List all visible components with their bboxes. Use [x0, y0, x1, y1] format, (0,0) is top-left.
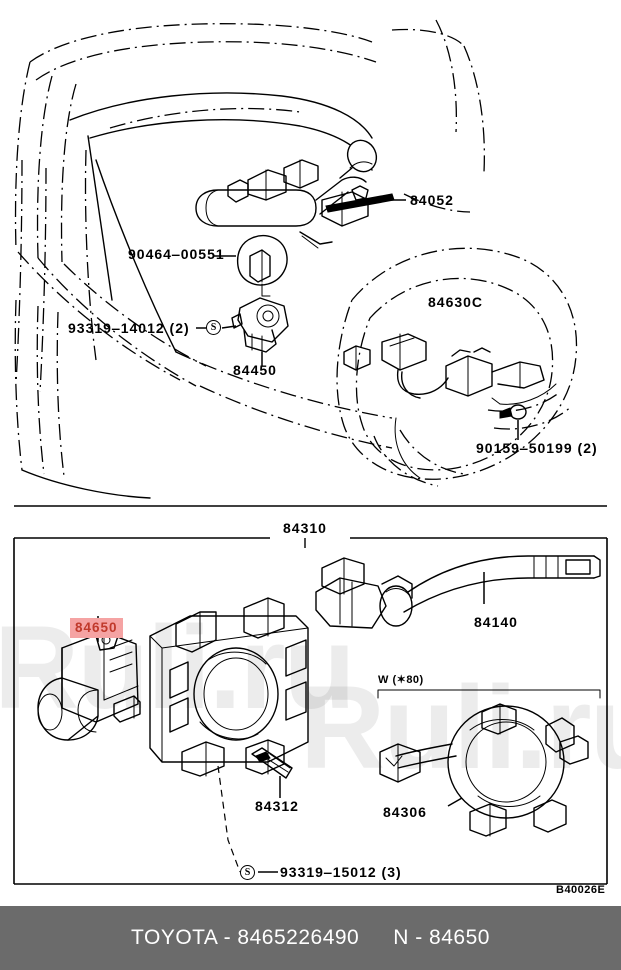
part-84450-artwork [231, 297, 289, 366]
callout-90159-50199: 90159‒50199 (2) [476, 440, 598, 456]
footer-bar: TOYOTA - 8465226490 N - 84650 [0, 906, 621, 970]
footer-node-part: N - 84650 [393, 926, 490, 949]
part-84052-artwork [325, 185, 406, 213]
part-90464-00551-artwork [214, 234, 288, 297]
callout-84306: 84306 [383, 804, 427, 820]
callout-84052: 84052 [410, 192, 454, 208]
callout-84450: 84450 [233, 362, 277, 378]
callout-84630C: 84630C [428, 294, 484, 310]
part-84312-artwork [251, 747, 293, 798]
upper-column-switch-group [195, 139, 378, 249]
callout-93319-14012: 93319‒14012 (2) [68, 320, 190, 336]
upper-dashboard-outline [14, 19, 485, 499]
callout-90464-00551: 90464‒00551 [128, 246, 225, 262]
callout-84140: 84140 [474, 614, 518, 630]
drawing-code: B40026E [556, 884, 606, 896]
symbol-s-icon-upper: S [206, 320, 221, 335]
applicability-note: W (✶80) [378, 674, 424, 686]
watermark-text-secondary: Ruli.ru [300, 662, 621, 794]
callout-84650-highlighted: 84650 [70, 618, 123, 638]
footer-brand-part: TOYOTA - 8465226490 [131, 926, 360, 949]
panel-title-84310: 84310 [283, 520, 327, 536]
symbol-s-icon-lower: S [240, 865, 255, 880]
callout-93319-15012: 93319‒15012 (3) [280, 864, 402, 880]
callout-84312: 84312 [255, 798, 299, 814]
part-84140-artwork [315, 555, 601, 629]
